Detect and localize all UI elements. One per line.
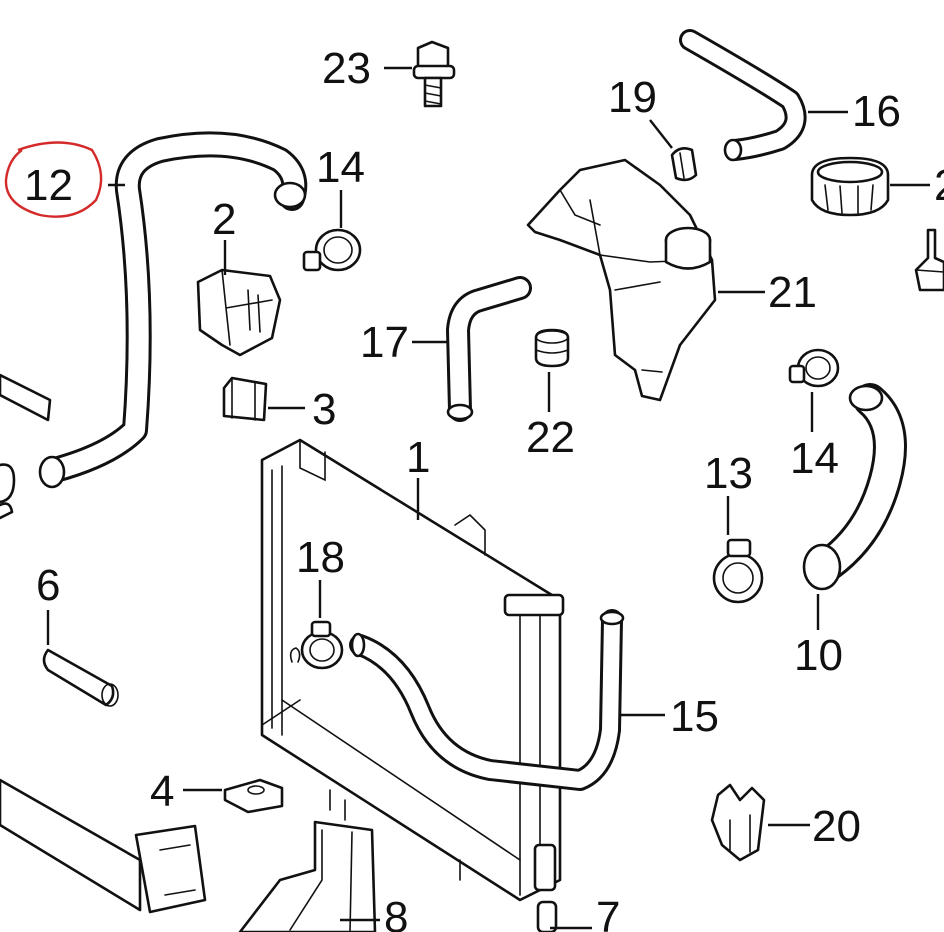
callout-18: 18 bbox=[296, 533, 345, 582]
part-3-insulator[interactable] bbox=[222, 376, 268, 422]
callout-6: 6 bbox=[36, 561, 60, 610]
sensor-fitting bbox=[914, 228, 944, 292]
callout-21: 21 bbox=[768, 268, 817, 317]
callout-20: 20 bbox=[812, 802, 861, 851]
part-14-clamp-lower[interactable] bbox=[788, 348, 840, 388]
callout-15: 15 bbox=[670, 692, 719, 741]
callout-4: 4 bbox=[150, 767, 174, 816]
left-edge-parts bbox=[0, 373, 52, 520]
callout-2-cap: 2 bbox=[934, 161, 944, 210]
part-6-sleeve[interactable] bbox=[42, 648, 119, 707]
part-15-heater-hose[interactable] bbox=[349, 609, 625, 791]
callout-22: 22 bbox=[526, 413, 575, 462]
part-7-drain-plug[interactable] bbox=[536, 900, 558, 932]
callout-14-lower: 14 bbox=[790, 434, 839, 483]
leader-lines bbox=[46, 66, 930, 930]
highlight-circle bbox=[4, 141, 103, 218]
callout-19: 19 bbox=[608, 73, 657, 122]
part-8-air-deflector[interactable] bbox=[238, 820, 377, 932]
part-19-clip[interactable] bbox=[670, 147, 698, 182]
part-12-upper-hose[interactable] bbox=[38, 131, 308, 489]
part-10-lower-hose[interactable] bbox=[802, 383, 907, 591]
part-14-clamp-upper[interactable] bbox=[302, 228, 362, 272]
part-17-bypass-hose[interactable] bbox=[446, 276, 532, 422]
callout-labels: 12 23 19 16 2 14 2 21 17 22 3 14 1 13 6 … bbox=[24, 44, 944, 932]
callout-13: 13 bbox=[704, 449, 753, 498]
part-1-radiator[interactable] bbox=[260, 438, 565, 902]
callout-16: 16 bbox=[852, 87, 901, 136]
part-23-bolt[interactable] bbox=[412, 40, 456, 108]
part-2-mount-bracket[interactable] bbox=[196, 268, 282, 357]
part-21-expansion-tank[interactable] bbox=[526, 158, 717, 402]
callout-10: 10 bbox=[794, 631, 843, 680]
part-18-clamp[interactable] bbox=[289, 620, 344, 670]
part-13-clamp[interactable] bbox=[712, 538, 764, 604]
callout-2-bracket: 2 bbox=[212, 195, 236, 244]
callout-3: 3 bbox=[312, 385, 336, 434]
part-4-mount-pad[interactable] bbox=[223, 778, 284, 814]
lower-support-bar bbox=[0, 778, 207, 914]
callout-17: 17 bbox=[360, 318, 409, 367]
callout-14-upper: 14 bbox=[316, 143, 365, 192]
callout-7: 7 bbox=[596, 893, 620, 932]
callout-23: 23 bbox=[322, 44, 371, 93]
part-16-overflow-hose[interactable] bbox=[679, 29, 807, 162]
part-2-radiator-cap[interactable] bbox=[810, 156, 890, 217]
part-20-clip[interactable] bbox=[710, 783, 766, 862]
callout-12: 12 bbox=[24, 161, 73, 210]
callout-1: 1 bbox=[406, 433, 430, 482]
callout-8: 8 bbox=[384, 893, 408, 932]
part-22-grommet[interactable] bbox=[534, 328, 570, 368]
